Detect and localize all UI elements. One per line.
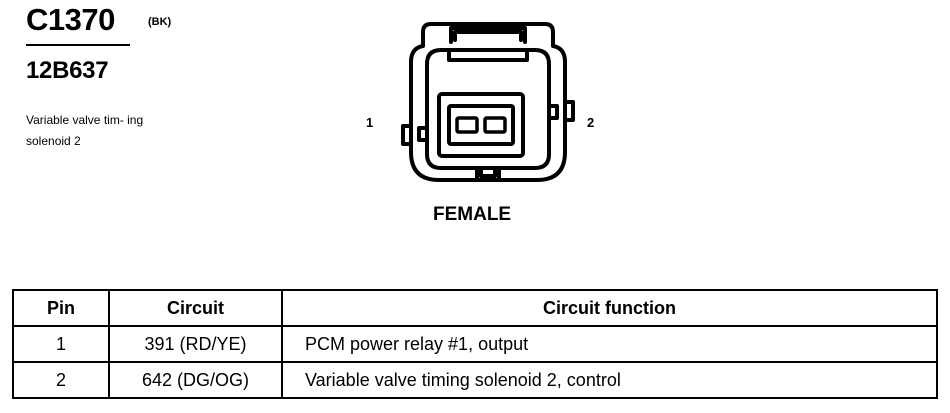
connector-description: Variable valve tim- ing solenoid 2 (26, 113, 144, 148)
table-row: 2 642 (DG/OG) Variable valve timing sole… (12, 361, 938, 399)
title-divider (26, 44, 130, 46)
pinout-header-row: Pin Circuit Circuit function (12, 289, 938, 327)
pin-label-2: 2 (587, 115, 595, 130)
pin-number: 2 (12, 361, 110, 399)
pin-number: 1 (12, 325, 110, 363)
circuit-function: PCM power relay #1, output (281, 325, 938, 363)
circuit-id: 391 (RD/YE) (108, 325, 283, 363)
pin-label-1: 1 (366, 115, 374, 130)
header-circuit-function: Circuit function (281, 289, 938, 327)
part-number: 12B637 (26, 57, 109, 84)
circuit-id: 642 (DG/OG) (108, 361, 283, 399)
header-circuit: Circuit (108, 289, 283, 327)
circuit-function: Variable valve timing solenoid 2, contro… (281, 361, 938, 399)
connector-color-code: (BK) (148, 16, 172, 28)
connector-gender-label: FEMALE (433, 204, 512, 225)
pinout-table: Pin Circuit Circuit function 1 391 (RD/Y… (12, 289, 938, 399)
connector-face-diagram (401, 22, 575, 182)
table-row: 1 391 (RD/YE) PCM power relay #1, output (12, 325, 938, 363)
header-pin: Pin (12, 289, 110, 327)
connector-id: C1370 (26, 2, 115, 37)
